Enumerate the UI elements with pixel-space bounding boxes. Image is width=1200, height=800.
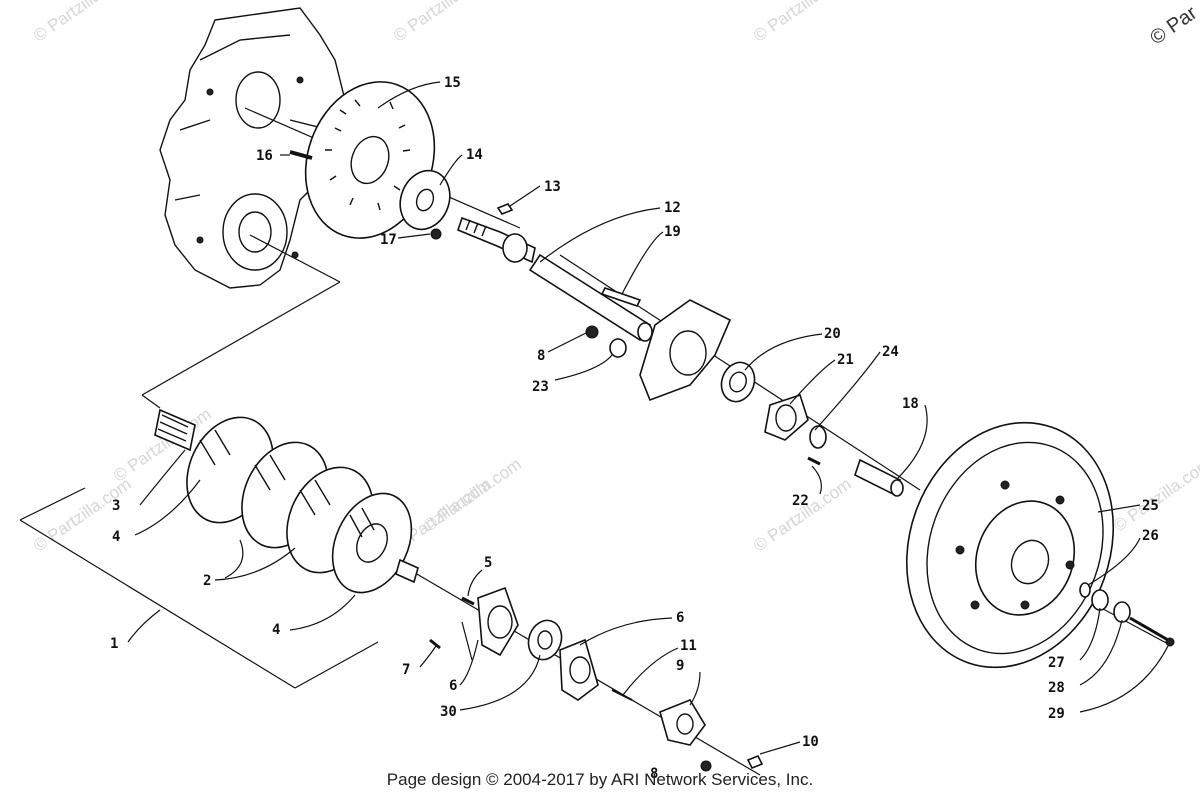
gearbox-housing (159, 7, 346, 289)
callout: 26 (1142, 528, 1159, 544)
callout: 30 (440, 704, 457, 720)
callout: 21 (837, 352, 854, 368)
callout: 5 (484, 555, 492, 571)
bolt-and-nut (289, 150, 442, 240)
jackshaft (457, 203, 536, 264)
callout: 6 (449, 678, 457, 694)
callout: 14 (466, 147, 483, 163)
callout: 6 (676, 610, 684, 626)
callout: 9 (676, 658, 684, 674)
callout-labels: 1 2 3 4 4 5 6 6 7 8 8 9 10 11 12 13 14 1… (110, 75, 1159, 782)
callout: 11 (680, 638, 697, 654)
callout: 12 (664, 200, 681, 216)
callout: 19 (664, 224, 681, 240)
callout: 27 (1048, 655, 1065, 671)
callout: 3 (112, 498, 120, 514)
page-footer: Page design © 2004-2017 by ARI Network S… (386, 770, 814, 789)
callout: 16 (256, 148, 273, 164)
callout: 29 (1048, 706, 1065, 722)
callout: 28 (1048, 680, 1065, 696)
shaft-tube (528, 253, 653, 342)
callout: 2 (203, 573, 211, 589)
callout: 23 (532, 379, 549, 395)
drive-axle-assembly (154, 408, 419, 594)
callout: 8 (650, 766, 658, 782)
callout: 13 (544, 179, 561, 195)
callout: 18 (902, 396, 919, 412)
callout: 24 (882, 344, 899, 360)
callout: 25 (1142, 498, 1159, 514)
callout: 17 (380, 232, 397, 248)
callout: 8 (537, 348, 545, 364)
callout: 20 (824, 326, 841, 342)
callout: 22 (792, 493, 809, 509)
callout: 4 (272, 622, 280, 638)
leader-lines (127, 81, 1169, 755)
bearing-set-upper (720, 361, 827, 466)
bearing-set-lower (429, 586, 764, 772)
pulley-fasteners (1079, 582, 1175, 647)
bearing-plate (585, 299, 732, 402)
callout: 1 (110, 636, 118, 652)
driven-pulley (905, 421, 1115, 669)
callout: 15 (444, 75, 461, 91)
callout: 10 (802, 734, 819, 750)
spacer-sleeve (854, 458, 904, 497)
callout: 7 (402, 662, 410, 678)
brake-hub (399, 169, 451, 231)
callout: 4 (112, 529, 120, 545)
